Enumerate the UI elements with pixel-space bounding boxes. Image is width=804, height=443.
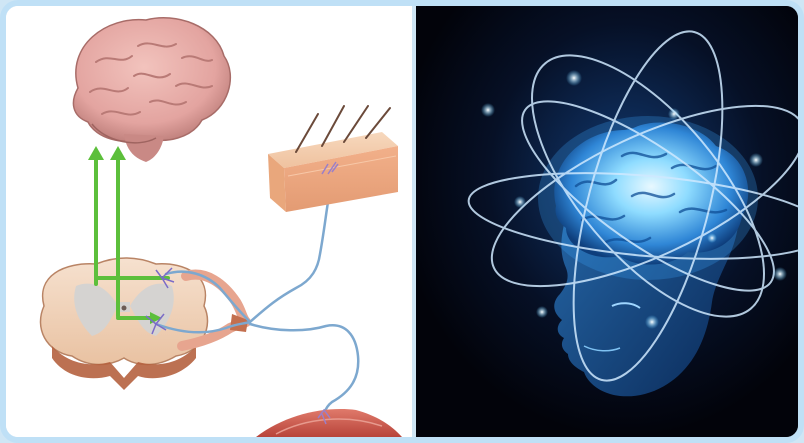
brain-illustration xyxy=(73,18,230,162)
reflex-arc-panel xyxy=(6,6,416,437)
glowing-brain-panel xyxy=(416,6,798,437)
reflex-arc-illustration xyxy=(6,6,416,437)
muscle-tissue xyxy=(256,409,402,437)
skin-block xyxy=(268,106,398,212)
glowing-head-illustration xyxy=(416,6,798,437)
